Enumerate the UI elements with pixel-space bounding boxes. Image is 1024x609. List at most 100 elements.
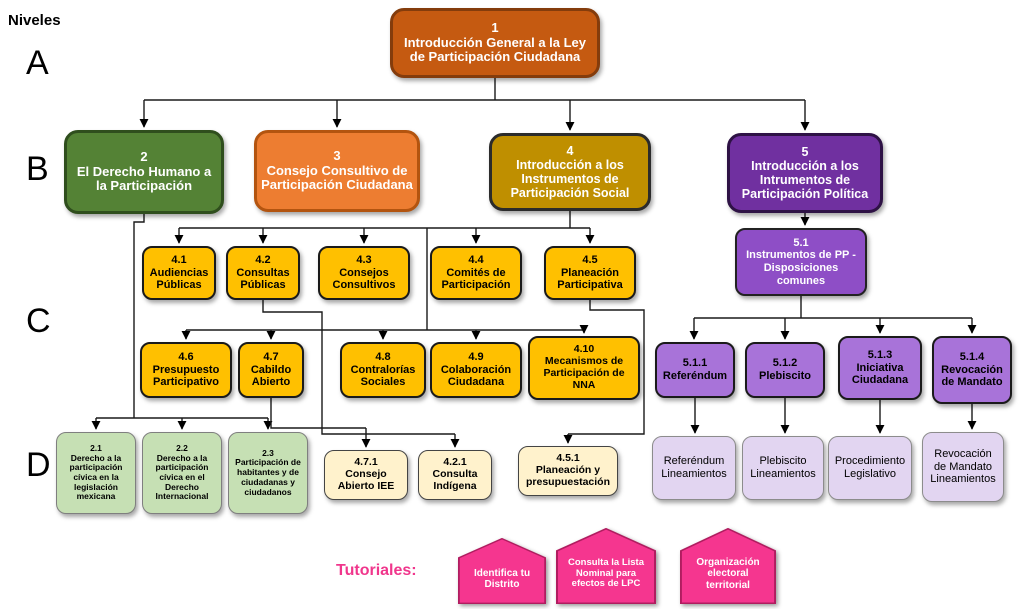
node-title: Presupuesto Participativo bbox=[152, 363, 220, 389]
node-title: Introducción a los Intrumentos de Partic… bbox=[741, 158, 869, 202]
node-title: Referéndum bbox=[662, 370, 728, 382]
pentagon-shape-icon bbox=[556, 528, 656, 604]
tutorial-label: Consulta la Lista Nominal para efectos d… bbox=[567, 556, 644, 590]
node-2-1-legislacion-mexicana: 2.1 Derecho a la participación cívica en… bbox=[56, 432, 136, 514]
node-title: Planeación y presupuestación bbox=[525, 464, 611, 488]
node-number: 3 bbox=[333, 147, 341, 163]
node-title: Consulta Indígena bbox=[432, 468, 478, 492]
node-number: 4.3 bbox=[356, 254, 372, 267]
node-4-7-cabildo-abierto: 4.7 Cabildo Abierto bbox=[238, 342, 304, 398]
node-number: 2 bbox=[140, 148, 148, 164]
tutoriales-label: Tutoriales: bbox=[336, 562, 417, 579]
node-number: 5.1.1 bbox=[682, 357, 708, 370]
node-title: Derecho a la participación cívica en la … bbox=[69, 452, 123, 502]
level-letter-c: C bbox=[26, 302, 51, 340]
node-title: Colaboración Ciudadana bbox=[440, 363, 512, 389]
node-4-3-consejos-consultivos: 4.3 Consejos Consultivos bbox=[318, 246, 410, 300]
node-title: Iniciativa Ciudadana bbox=[851, 361, 909, 387]
tutorial-label: Identifica tu Distrito bbox=[473, 567, 531, 591]
node-5-1-2-plebiscito: 5.1.2 Plebiscito bbox=[745, 342, 825, 398]
node-4-instrumentos-sociales: 4 Introducción a los Instrumentos de Par… bbox=[489, 133, 651, 211]
tutorial-label: Organización electoral territorial bbox=[696, 556, 760, 591]
level-letter-d: D bbox=[26, 446, 51, 484]
node-number: 4.9 bbox=[468, 351, 484, 364]
node-number: 5.1.4 bbox=[959, 351, 985, 364]
level-letter-a: A bbox=[26, 44, 49, 82]
node-title: Cabildo Abierto bbox=[250, 363, 292, 389]
node-number: 5 bbox=[801, 144, 809, 159]
node-4-4-comites-participacion: 4.4 Comités de Participación bbox=[430, 246, 522, 300]
node-revocacion-mandato-lineamientos: Revocación de Mandato Lineamientos bbox=[922, 432, 1004, 502]
node-title: Consejo Abierto IEE bbox=[337, 468, 395, 492]
node-title: Introducción General a la Ley de Partici… bbox=[403, 34, 587, 65]
node-4-9-colaboracion-ciudadana: 4.9 Colaboración Ciudadana bbox=[430, 342, 522, 398]
node-number: 4.1 bbox=[171, 254, 187, 267]
node-title: Consultas Públicas bbox=[236, 266, 290, 292]
node-referendum-lineamientos: Referéndum Lineamientos bbox=[652, 436, 736, 500]
node-number: 4.8 bbox=[375, 351, 391, 364]
node-title: Contralorías Sociales bbox=[350, 363, 416, 389]
node-title: Audiencias Públicas bbox=[149, 266, 209, 292]
node-2-2-derecho-internacional: 2.2 Derecho a la participación cívica en… bbox=[142, 432, 222, 514]
node-title: Introducción a los Instrumentos de Parti… bbox=[510, 157, 630, 201]
tutorial-consulta-lista-nominal: Consulta la Lista Nominal para efectos d… bbox=[556, 528, 656, 604]
node-title: Procedimiento Legislativo bbox=[834, 455, 906, 480]
node-4-5-1-planeacion-presupuestacion: 4.5.1 Planeación y presupuestación bbox=[518, 446, 618, 496]
node-number: 4.5 bbox=[582, 254, 598, 267]
node-number: 4.4 bbox=[468, 254, 484, 267]
node-number: 5.1 bbox=[793, 236, 809, 249]
node-title: Plebiscito bbox=[759, 370, 811, 382]
node-number: 4.2 bbox=[255, 254, 271, 267]
node-number: 4.6 bbox=[178, 351, 194, 364]
node-1-introduccion-general: 1 Introducción General a la Ley de Parti… bbox=[390, 8, 600, 78]
node-4-2-1-consulta-indigena: 4.2.1 Consulta Indígena bbox=[418, 450, 492, 500]
level-letter-b: B bbox=[26, 150, 49, 188]
node-5-1-4-revocacion-mandato: 5.1.4 Revocación de Mandato bbox=[932, 336, 1012, 404]
node-number: 2.1 bbox=[90, 442, 102, 453]
node-3-consejo-consultivo: 3 Consejo Consultivo de Participación Ci… bbox=[254, 130, 420, 212]
pentagon-shape-icon bbox=[458, 538, 546, 604]
niveles-label: Niveles bbox=[8, 12, 61, 29]
node-2-derecho-humano: 2 El Derecho Humano a la Participación bbox=[64, 130, 224, 214]
node-5-1-disposiciones-comunes: 5.1 Instrumentos de PP -Disposiciones co… bbox=[735, 228, 867, 296]
node-number: 4.5.1 bbox=[556, 452, 580, 465]
node-4-2-consultas-publicas: 4.2 Consultas Públicas bbox=[226, 246, 300, 300]
node-number: 4.2.1 bbox=[443, 456, 467, 469]
node-number: 5.1.2 bbox=[772, 357, 798, 370]
node-number: 1 bbox=[491, 19, 499, 35]
node-number: 5.1.3 bbox=[867, 349, 893, 362]
node-title: Plebiscito Lineamientos bbox=[750, 455, 816, 480]
node-title: Mecanismos de Participación de NNA bbox=[543, 355, 625, 391]
tutorial-identifica-distrito: Identifica tu Distrito bbox=[458, 538, 546, 604]
node-title: Participación de habitantes y de ciudada… bbox=[235, 457, 301, 497]
node-number: 4.7.1 bbox=[354, 456, 378, 469]
node-4-6-presupuesto-participativo: 4.6 Presupuesto Participativo bbox=[140, 342, 232, 398]
node-5-instrumentos-politicos: 5 Introducción a los Intrumentos de Part… bbox=[727, 133, 883, 213]
node-title: Comités de Participación bbox=[441, 266, 511, 292]
node-2-3-participacion-habitantes: 2.3 Participación de habitantes y de ciu… bbox=[228, 432, 308, 514]
node-title: Planeación Participativa bbox=[557, 266, 623, 292]
node-title: Derecho a la participación cívica en el … bbox=[155, 452, 209, 502]
node-plebiscito-lineamientos: Plebiscito Lineamientos bbox=[742, 436, 824, 500]
node-number: 2.2 bbox=[176, 442, 188, 453]
node-title: El Derecho Humano a la Participación bbox=[76, 163, 212, 194]
node-4-5-planeacion-participativa: 4.5 Planeación Participativa bbox=[544, 246, 636, 300]
node-4-1-audiencias-publicas: 4.1 Audiencias Públicas bbox=[142, 246, 216, 300]
tutorial-organizacion-electoral: Organización electoral territorial bbox=[680, 528, 776, 604]
node-4-7-1-consejo-abierto-iee: 4.7.1 Consejo Abierto IEE bbox=[324, 450, 408, 500]
node-title: Referéndum Lineamientos bbox=[661, 455, 727, 480]
node-4-8-contralorias-sociales: 4.8 Contralorías Sociales bbox=[340, 342, 426, 398]
pentagon-shape-icon bbox=[680, 528, 776, 604]
node-5-1-1-referendum: 5.1.1 Referéndum bbox=[655, 342, 735, 398]
node-title: Revocación de Mandato Lineamientos bbox=[930, 448, 996, 486]
node-title: Consejos Consultivos bbox=[332, 266, 396, 292]
node-number: 2.3 bbox=[262, 447, 274, 458]
node-procedimiento-legislativo: Procedimiento Legislativo bbox=[828, 436, 912, 500]
node-title: Revocación de Mandato bbox=[941, 363, 1003, 389]
node-5-1-3-iniciativa-ciudadana: 5.1.3 Iniciativa Ciudadana bbox=[838, 336, 922, 400]
node-title: Consejo Consultivo de Participación Ciud… bbox=[261, 162, 413, 193]
node-4-10-mecanismos-nna: 4.10 Mecanismos de Participación de NNA bbox=[528, 336, 640, 400]
node-title: Instrumentos de PP -Disposiciones comune… bbox=[746, 249, 856, 287]
